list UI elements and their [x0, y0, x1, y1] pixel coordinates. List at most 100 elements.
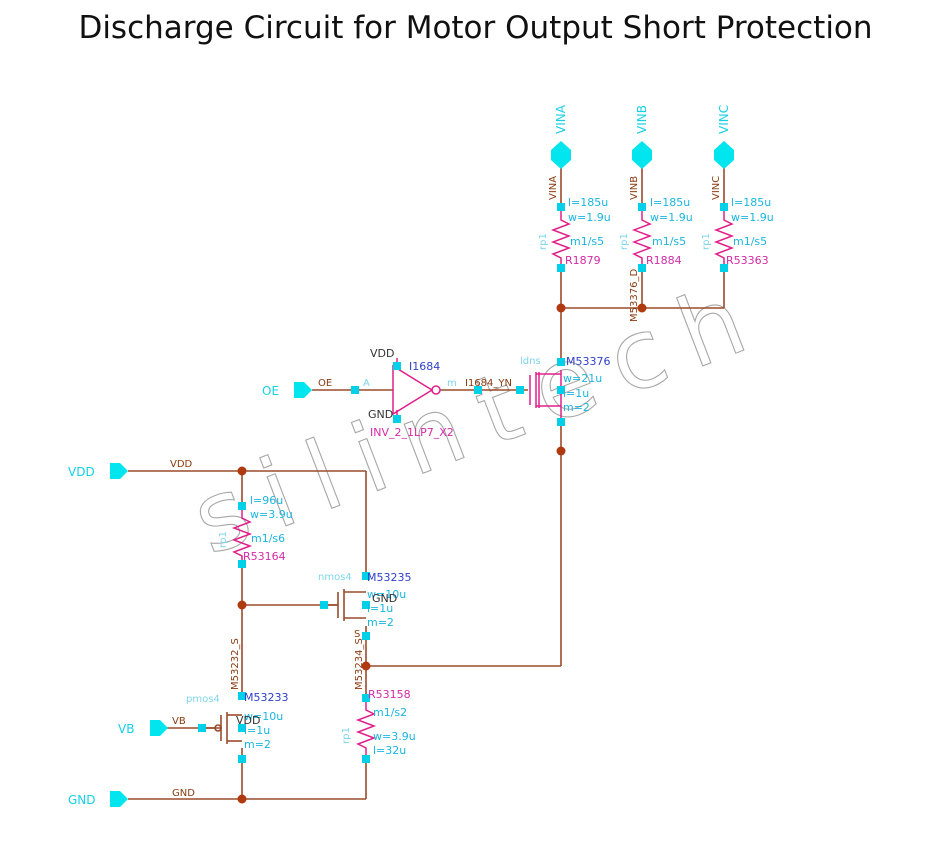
wires-bottom — [128, 470, 367, 800]
resistor-r53363[interactable]: l=185u w=1.9u m1/s5 R53363 rp1 — [701, 196, 774, 272]
r53164-pin-bottom[interactable] — [238, 560, 246, 568]
m53235-width: w=10u — [367, 588, 406, 601]
r53158-pin-bottom[interactable] — [362, 755, 370, 763]
transistor-m53233[interactable]: pmos4 M53233 w=10u VDD l=1u m=2 — [186, 691, 288, 763]
port-vinc-shape[interactable] — [714, 141, 734, 169]
m53235-drain-pin[interactable] — [362, 572, 370, 580]
m53233-width: w=10u — [244, 710, 283, 723]
net-label-vinb: VINB — [629, 176, 640, 200]
r1884-body[interactable] — [631, 211, 653, 264]
m53376-name: M53376 — [566, 355, 610, 368]
watermark: silintech — [178, 264, 761, 578]
r53158-multiplier: m1/s2 — [373, 706, 407, 719]
junction-dot — [556, 303, 566, 313]
r53164-pin-top[interactable] — [238, 502, 246, 510]
resistor-r53164[interactable]: l=96u w=3.9u m1/s6 R53164 rp1 — [218, 494, 293, 568]
port-vinc[interactable]: VINC — [714, 105, 734, 169]
net-label-m53376-d: M53376_D — [629, 269, 640, 322]
junction-dot — [361, 661, 371, 671]
inverter-body[interactable] — [392, 364, 434, 416]
port-gnd[interactable]: GND — [68, 791, 128, 807]
m53235-source-pin[interactable] — [362, 632, 370, 640]
r53363-width: w=1.9u — [731, 211, 774, 224]
port-gnd-shape[interactable] — [110, 791, 128, 807]
net-label-vb: VB — [172, 716, 186, 727]
r1879-pin-top[interactable] — [557, 203, 565, 211]
r1884-pin-top[interactable] — [638, 203, 646, 211]
r53164-body[interactable] — [231, 510, 253, 562]
resistor-r53158[interactable]: R53158 m1/s2 w=3.9u l=32u rp1 — [341, 688, 416, 763]
r53363-pin-bottom[interactable] — [720, 264, 728, 272]
net-label-i1684-yn: I1684_YN — [465, 378, 512, 389]
m53233-model: pmos4 — [186, 694, 220, 705]
r1884-pin-bottom[interactable] — [638, 264, 646, 272]
diagram-title: Discharge Circuit for Motor Output Short… — [78, 10, 873, 46]
m53233-source-pin[interactable] — [238, 692, 246, 700]
port-oe[interactable]: OE — [262, 382, 312, 398]
inverter-i1684[interactable]: VDD GND I1684 INV_2_1LP7_X2 m — [368, 347, 457, 439]
port-vb-shape[interactable] — [150, 720, 168, 736]
transistor-m53235[interactable]: nmos4 M53235 w=10u GND l=1u m=2 S — [318, 571, 411, 640]
port-vinb-shape[interactable] — [632, 141, 652, 169]
r1879-width: w=1.9u — [568, 211, 611, 224]
port-vdd-shape[interactable] — [110, 463, 128, 479]
port-vinb-label: VINB — [635, 105, 649, 134]
r53164-length: l=96u — [250, 494, 283, 507]
inverter-gnd-label: GND — [368, 408, 393, 421]
r1879-model: rp1 — [538, 233, 549, 250]
watermark-text: silintech — [178, 264, 760, 576]
m53235-bulk: GND — [372, 592, 397, 605]
port-vdd-label: VDD — [68, 465, 95, 479]
port-vb[interactable]: VB — [118, 720, 168, 736]
r53158-length: l=32u — [373, 744, 406, 757]
inverter-vdd-pin[interactable] — [393, 362, 401, 370]
r1884-length: l=185u — [650, 196, 690, 209]
r53158-body[interactable] — [355, 702, 377, 755]
m53376-gate-pin[interactable] — [516, 386, 524, 394]
inverter-bubble — [431, 385, 441, 395]
wires-top — [312, 168, 725, 667]
inverter-output-pin[interactable] — [474, 386, 482, 394]
m53376-drain-pin[interactable] — [557, 358, 565, 366]
inverter-cell: INV_2_1LP7_X2 — [370, 426, 454, 439]
inverter-gnd-pin[interactable] — [393, 415, 401, 423]
m53376-multiplier: m=2 — [563, 401, 590, 414]
net-label-oe: OE — [318, 378, 332, 389]
m53235-source-label: S — [354, 629, 360, 640]
r53158-model: rp1 — [341, 727, 352, 744]
resistor-r1879[interactable]: l=185u w=1.9u m1/s5 R1879 rp1 — [538, 196, 611, 272]
m53233-bulk-pin[interactable] — [238, 724, 246, 732]
r1879-body[interactable] — [550, 211, 572, 264]
r53363-body[interactable] — [713, 211, 735, 264]
port-vina[interactable]: VINA — [551, 104, 571, 169]
transistor-m53376[interactable]: ldns M53376 w=21u l=1u m=2 — [520, 355, 610, 426]
r53363-name: R53363 — [726, 254, 769, 267]
m53235-gate-pin[interactable] — [320, 601, 328, 609]
m53376-length: l=1u — [563, 387, 589, 400]
r53164-name: R53164 — [243, 550, 286, 563]
r53363-pin-top[interactable] — [720, 203, 728, 211]
m53235-length: l=1u — [367, 602, 393, 615]
port-vdd[interactable]: VDD — [68, 463, 128, 479]
m53233-bulk: VDD — [236, 714, 260, 727]
m53376-source-pin[interactable] — [557, 418, 565, 426]
port-oe-shape[interactable] — [294, 382, 312, 398]
m53376-bulk-pin[interactable] — [557, 386, 565, 394]
port-vinb[interactable]: VINB — [632, 105, 652, 169]
port-vinc-label: VINC — [717, 105, 731, 134]
inverter-input-pin-label: A — [363, 378, 370, 389]
r1879-name: R1879 — [565, 254, 601, 267]
m53235-name: M53235 — [367, 571, 411, 584]
r1879-pin-bottom[interactable] — [557, 264, 565, 272]
m53233-drain-pin[interactable] — [238, 755, 246, 763]
port-vb-label: VB — [118, 722, 134, 736]
port-vina-shape[interactable] — [551, 141, 571, 169]
m53233-multiplier: m=2 — [244, 738, 271, 751]
m53233-gate-pin[interactable] — [198, 724, 206, 732]
net-label-m53232-s: M53232_S — [230, 638, 241, 690]
m53235-bulk-pin[interactable] — [362, 601, 370, 609]
r53158-pin-top[interactable] — [362, 694, 370, 702]
inverter-input-pin[interactable] — [351, 386, 359, 394]
resistor-r1884[interactable]: l=185u w=1.9u m1/s5 R1884 rp1 — [619, 196, 693, 272]
net-label-gnd: GND — [172, 788, 195, 799]
